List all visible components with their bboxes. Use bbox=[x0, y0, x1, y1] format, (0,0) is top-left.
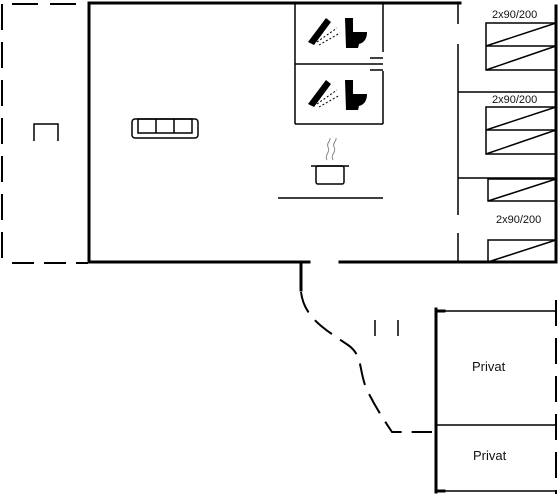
bed-label: 2x90/200 bbox=[492, 9, 538, 21]
bed-icon bbox=[485, 106, 557, 155]
bed-label: 2x90/200 bbox=[492, 94, 538, 106]
bed-icon bbox=[487, 239, 557, 263]
entrance-walls bbox=[299, 262, 432, 433]
terrace-outline bbox=[1, 3, 88, 264]
bed-icon bbox=[485, 22, 557, 71]
chair-icon bbox=[33, 123, 59, 141]
shower-icon bbox=[308, 18, 341, 46]
room-label-privat: Privat bbox=[473, 448, 507, 463]
bed-label: 2x90/200 bbox=[496, 214, 542, 226]
private-annex-walls bbox=[434, 300, 557, 494]
sofa-icon bbox=[131, 118, 199, 139]
cooking-pot-icon bbox=[311, 137, 349, 185]
room-label-privat: Privat bbox=[472, 359, 506, 374]
toilet-icon bbox=[345, 18, 367, 48]
bedroom-walls bbox=[457, 3, 556, 262]
bed-icon bbox=[487, 178, 557, 202]
bathroom-walls bbox=[294, 3, 384, 125]
toilet-icon bbox=[345, 80, 367, 110]
shower-icon bbox=[308, 80, 341, 108]
